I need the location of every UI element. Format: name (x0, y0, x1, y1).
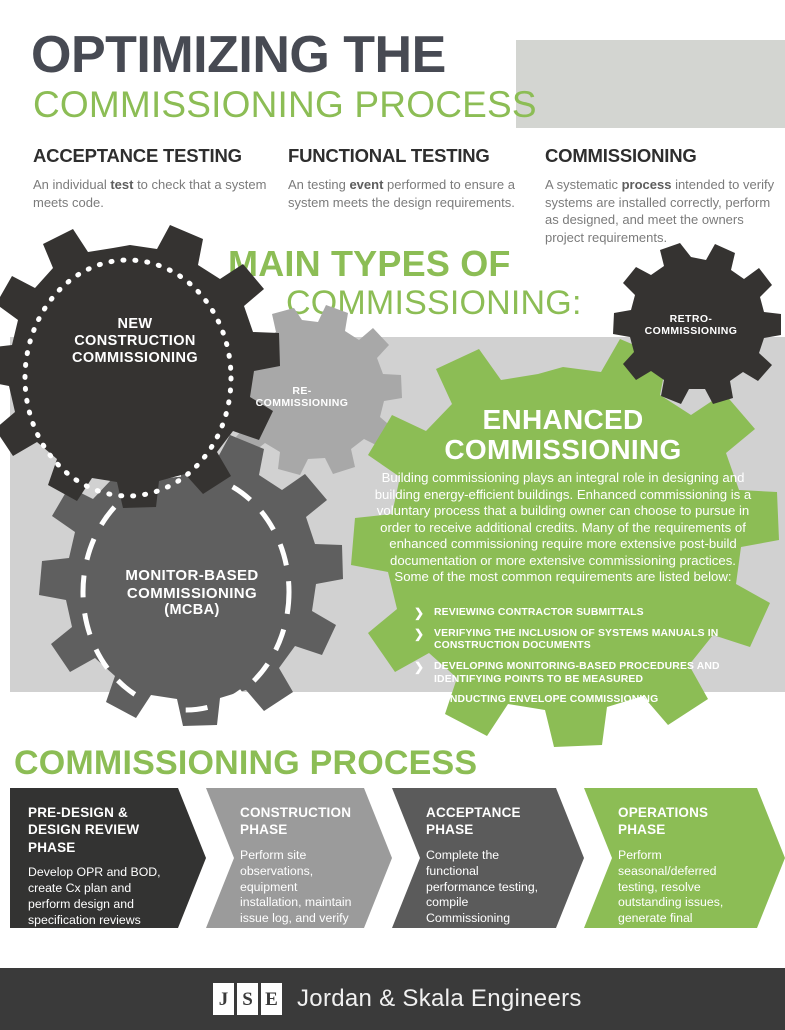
gear-retro-commissioning (613, 243, 781, 404)
phase-acceptance: ACCEPTANCE PHASE Complete the functional… (392, 788, 584, 928)
phase-title: PRE-DESIGN & DESIGN REVIEW PHASE (28, 805, 140, 855)
definition-functional-testing: FUNCTIONAL TESTING An testing event perf… (288, 145, 533, 211)
gear-label-line: (MCBA) (164, 602, 220, 619)
definition-body-post: performed to ensure a system meets the d… (288, 177, 515, 210)
phase-body: Perform site observations, equipment ins… (240, 847, 355, 958)
logo-letter-j: J (213, 983, 234, 1015)
gear-new-construction-commissioning (0, 225, 280, 508)
header-gray-block (516, 40, 785, 128)
phase-body: Develop OPR and BOD, create Cx plan and … (28, 864, 161, 927)
list-item-label: DEVELOPING MONITORING-BASED PROCEDURES A… (434, 661, 720, 685)
gear-label-line: COMMISSIONING (126, 584, 258, 602)
definition-body: A systematic process intended to verify … (545, 176, 780, 246)
gear-label-new-construction: NEW CONSTRUCTION COMMISSIONING (48, 316, 222, 367)
enhanced-commissioning-body: Building commissioning plays an integral… (374, 470, 752, 584)
definition-body-bold: process (621, 177, 672, 192)
phase-operations: OPERATIONS PHASE Perform seasonal/deferr… (584, 788, 785, 928)
gear-dotted-ring (22, 257, 234, 499)
definition-title: ACCEPTANCE TESTING (33, 145, 242, 166)
definitions-row: ACCEPTANCE TESTING An individual test to… (0, 145, 785, 255)
definition-acceptance-testing: ACCEPTANCE TESTING An individual test to… (33, 145, 283, 211)
definition-body-pre: An testing (288, 177, 350, 192)
list-item-label: CONDUCTING ENVELOPE COMMISSIONING (434, 694, 659, 706)
list-item: ❯ DEVELOPING MONITORING-BASED PROCEDURES… (414, 660, 754, 686)
commissioning-process-heading: COMMISSIONING PROCESS (14, 744, 478, 782)
definition-body: An testing event performed to ensure a s… (288, 176, 533, 211)
enhanced-title-line1: ENHANCED (482, 404, 644, 435)
gear-label-line: RETRO- (669, 313, 713, 325)
logo-letter-s: S (237, 983, 258, 1015)
chevron-right-icon: ❯ (414, 606, 425, 620)
gear-label-line: NEW (117, 316, 153, 332)
list-item: ❯ REVIEWING CONTRACTOR SUBMITTALS (414, 606, 754, 620)
gear-monitor-based-commissioning (39, 435, 343, 726)
definition-body: An individual test to check that a syste… (33, 176, 283, 211)
list-item: ❯ VERIFYING THE INCLUSION OF SYSTEMS MAN… (414, 626, 754, 653)
list-item: ❯ CONDUCTING ENVELOPE COMMISSIONING (414, 693, 754, 708)
footer-bar: J S E Jordan & Skala Engineers (0, 968, 785, 1030)
gear-label-line: COMMISSIONING (644, 325, 738, 338)
definition-commissioning: COMMISSIONING A systematic process inten… (545, 145, 780, 246)
logo-letter-e: E (261, 983, 282, 1015)
page-title-sub: COMMISSIONING PROCESS (33, 84, 537, 125)
gear-label-monitor-based: MONITOR-BASED COMMISSIONING (MCBA) (92, 567, 292, 619)
chevron-right-icon: ❯ (414, 626, 425, 641)
page-title-main: OPTIMIZING THE (31, 26, 446, 84)
definition-title: COMMISSIONING (545, 145, 697, 166)
main-types-heading-line1: MAIN TYPES OF (228, 243, 511, 284)
gear-label-retro-commissioning: RETRO- COMMISSIONING (632, 313, 750, 338)
definition-title: FUNCTIONAL TESTING (288, 145, 490, 166)
enhanced-requirements-list: ❯ REVIEWING CONTRACTOR SUBMITTALS ❯ VERI… (414, 606, 754, 715)
gear-label-line: COMMISSIONING (71, 350, 199, 367)
chevron-right-icon: ❯ (414, 693, 425, 708)
phase-body: Complete the functional performance test… (426, 847, 539, 974)
gear-enhanced-commissioning (351, 339, 779, 747)
phase-construction: CONSTRUCTION PHASE Perform site observat… (206, 788, 392, 928)
definition-body-pre: A systematic (545, 177, 622, 192)
gears-layer (0, 225, 781, 747)
company-name: Jordan & Skala Engineers (297, 985, 582, 1012)
phase-title: CONSTRUCTION PHASE (240, 805, 352, 838)
jse-logo: J S E (213, 983, 282, 1015)
phase-title: OPERATIONS PHASE (618, 805, 709, 838)
definition-body-post: to check that a system meets code. (33, 177, 267, 210)
definition-body-bold: event (349, 177, 384, 192)
definition-body-pre: An individual (33, 177, 111, 192)
gear-dashed-ring (80, 471, 292, 713)
gear-label-line: CONSTRUCTION (74, 333, 196, 350)
enhanced-title-line2: COMMISSIONING (444, 433, 682, 465)
phase-pre-design: PRE-DESIGN & DESIGN REVIEW PHASE Develop… (10, 788, 206, 928)
phase-title: ACCEPTANCE PHASE (426, 805, 521, 838)
phase-body: Perform seasonal/deferred testing, resol… (618, 847, 735, 942)
gear-label-line: COMMISSIONING (255, 397, 349, 410)
list-item-label: REVIEWING CONTRACTOR SUBMITTALS (434, 607, 644, 618)
process-phases: PRE-DESIGN & DESIGN REVIEW PHASE Develop… (10, 788, 785, 928)
enhanced-commissioning-title: ENHANCED COMMISSIONING (372, 405, 754, 464)
definition-body-bold: test (110, 177, 134, 192)
definition-body-post: intended to verify systems are installed… (545, 177, 775, 245)
gear-label-re-commissioning: RE- COMMISSIONING (248, 385, 356, 410)
chevron-right-icon: ❯ (414, 660, 425, 675)
list-item-label: VERIFYING THE INCLUSION OF SYSTEMS MANUA… (434, 627, 719, 652)
gear-label-line: RE- (292, 385, 312, 397)
gear-label-line: MONITOR-BASED (125, 567, 259, 584)
